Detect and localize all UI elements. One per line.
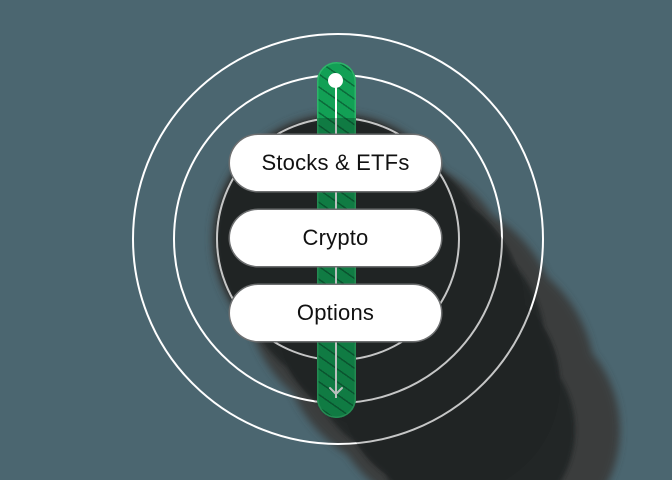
option-label: Crypto <box>302 225 369 250</box>
dot-icon <box>328 73 343 88</box>
option-label: Options <box>296 300 375 325</box>
option-stocks-etfs[interactable]: Stocks & ETFs <box>230 135 441 191</box>
option-label: Stocks & ETFs <box>261 150 410 175</box>
option-options[interactable]: Options <box>230 285 441 341</box>
option-crypto[interactable]: Crypto <box>230 210 441 266</box>
